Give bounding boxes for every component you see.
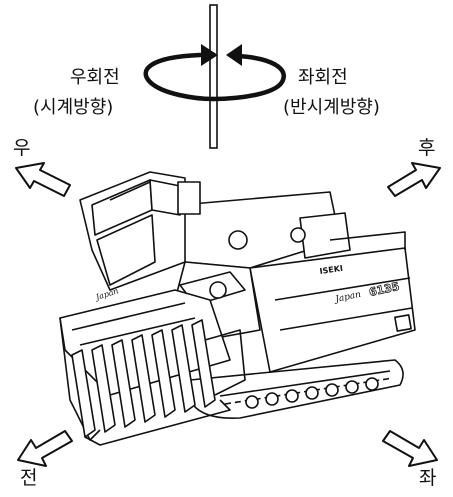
right-turn-note: (시계방향)	[33, 97, 114, 118]
rotation-arrows-icon	[143, 52, 286, 102]
rotation-axis	[209, 4, 218, 149]
left-turn-note: (반시계방향)	[283, 97, 380, 118]
direction-front-label: 전	[20, 467, 38, 489]
direction-back-label: 후	[418, 137, 436, 159]
brand-badge: ISEKI	[319, 264, 343, 276]
combine-harvester-illustration	[59, 171, 416, 446]
arrowheads	[201, 44, 242, 66]
direction-right-label: 우	[13, 137, 31, 159]
right-turn-label: 우회전	[70, 67, 120, 88]
arrow-left-icon	[382, 430, 438, 467]
arrow-back-icon	[387, 162, 441, 197]
left-turn-label: 좌회전	[298, 67, 348, 88]
arrow-right-icon	[15, 162, 71, 197]
direction-left-label: 좌	[419, 467, 437, 489]
cab-logo: Japan	[93, 286, 120, 302]
arrow-front-icon	[17, 430, 73, 467]
